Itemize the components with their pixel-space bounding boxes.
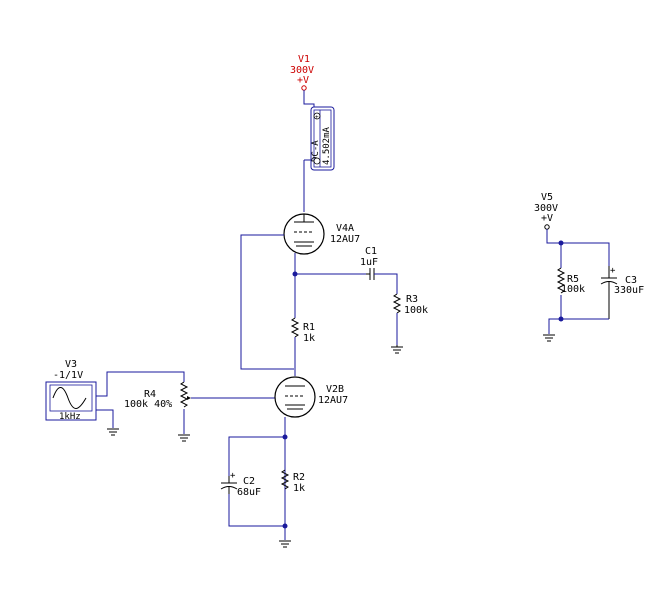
r3-zigzag-icon: [392, 293, 402, 314]
ammeter-mode-label: DC-A: [311, 140, 321, 162]
wire-v3-gnd: [96, 409, 114, 428]
r2-zigzag-icon: [280, 469, 290, 490]
junction-node: [558, 240, 564, 246]
r1-resistor[interactable]: R1 1k: [290, 317, 315, 344]
v3-freq-label: 1kHz: [59, 412, 81, 422]
v5-supply[interactable]: V5 300V +V: [534, 192, 558, 230]
c2-value-label: 68uF: [237, 487, 261, 498]
v2b-tube[interactable]: V2B 12AU7: [274, 376, 348, 418]
v2b-cathode: [285, 404, 305, 410]
r4-zigzag-icon: [179, 381, 189, 408]
v3-source[interactable]: V3 -1/1V 1kHz: [45, 359, 97, 422]
v4a-cathode: [294, 241, 314, 247]
c2-ref-label: C2: [243, 476, 255, 487]
c3-plate-bottom: [600, 281, 618, 285]
r1-zigzag-icon: [290, 317, 300, 338]
wire-c3-top: [561, 242, 610, 266]
c1-ref-label: C1: [365, 246, 377, 257]
ground-main-icon: [279, 540, 291, 548]
v4a-tube[interactable]: V4A 12AU7: [283, 213, 360, 255]
r1-value-label: 1k: [303, 333, 315, 344]
wire-v5: [546, 229, 561, 244]
v3-ref-label: V3: [65, 359, 77, 370]
v5-pin-label: +V: [541, 213, 553, 224]
c2-plate-bottom: [220, 486, 238, 490]
ground-v5-icon: [543, 334, 555, 342]
wire-c2-bottom: [228, 494, 285, 527]
v2b-value-label: 12AU7: [318, 395, 348, 406]
ammeter-minus-icon: [313, 157, 321, 165]
r3-ref-label: R3: [406, 294, 418, 305]
v2b-envelope-icon: [274, 376, 316, 418]
c3-ref-label: C3: [625, 275, 637, 286]
r4-value-label: 100k 40%: [124, 399, 172, 410]
r4-ref-label: R4: [144, 389, 156, 400]
v5-terminal-icon: [544, 224, 550, 230]
v5-ref-label: V5: [541, 192, 553, 203]
r4-wiper-arrow-icon: [187, 396, 191, 400]
wire-gnd-v5: [548, 318, 561, 334]
v4a-value-label: 12AU7: [330, 234, 360, 245]
v4a-ref-label: V4A: [336, 223, 354, 234]
wire-c1-r3: [374, 273, 398, 294]
ground-r3-icon: [391, 345, 403, 354]
wire-v4a-grid-feedback: [240, 234, 294, 370]
r3-resistor[interactable]: R3 100k: [392, 293, 428, 316]
v1-value-label: 300V: [290, 65, 314, 76]
r1-ref-label: R1: [303, 322, 315, 333]
ammeter-probe[interactable]: DC-A 4.502mA +: [310, 106, 335, 171]
r5-resistor[interactable]: R5 100k: [556, 267, 585, 295]
r2-value-label: 1k: [293, 483, 305, 494]
c1-value-label: 1uF: [360, 257, 378, 268]
ground-r4-icon: [178, 434, 190, 442]
wire-v3-r4: [96, 371, 185, 397]
v5-value-label: 300V: [534, 203, 558, 214]
ammeter-body: [310, 106, 335, 171]
c3-capacitor[interactable]: + C3 330uF: [600, 266, 644, 319]
c2-capacitor[interactable]: + C2 68uF: [220, 471, 261, 498]
r2-resistor[interactable]: R2 1k: [280, 469, 305, 494]
r4-potentiometer[interactable]: R4 100k 40%: [124, 381, 191, 410]
v1-terminal-icon: [301, 85, 307, 91]
r2-ref-label: R2: [293, 472, 305, 483]
v1-ref-label: V1: [298, 54, 310, 65]
v3-body: [45, 381, 97, 421]
ammeter-inner: [313, 109, 332, 168]
v1-supply[interactable]: V1 300V +V: [290, 54, 314, 91]
v1-pin-label: +V: [297, 75, 309, 86]
ammeter-reading-label: 4.502mA: [322, 126, 332, 165]
v3-screen: [49, 384, 93, 412]
r5-ref-label: R5: [567, 274, 579, 285]
r5-zigzag-icon: [556, 267, 566, 294]
ammeter-plus-icon: [313, 112, 321, 120]
v3-value-label: -1/1V: [53, 370, 83, 381]
wire-to-c2-top: [228, 436, 285, 476]
ammeter-plus-sign: +: [315, 114, 319, 121]
c1-capacitor[interactable]: C1 1uF: [360, 246, 378, 280]
c3-value-label: 330uF: [614, 285, 644, 296]
r5-value-label: 100k: [561, 284, 585, 295]
sine-wave-icon: [52, 387, 87, 409]
v2b-ref-label: V2B: [326, 384, 344, 395]
c3-polarity-label: +: [610, 266, 616, 276]
ground-v3-icon: [107, 428, 119, 436]
c2-polarity-label: +: [230, 471, 236, 481]
r3-value-label: 100k: [404, 305, 428, 316]
